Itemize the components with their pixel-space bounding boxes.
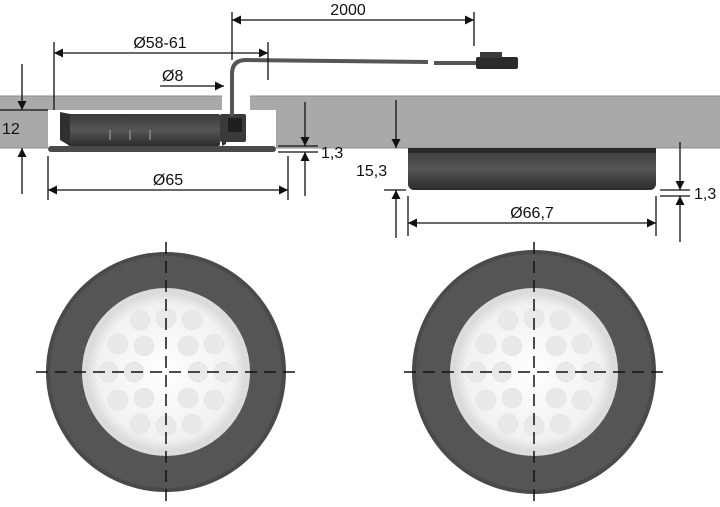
label-outer-diameter-recessed: Ø65 — [153, 172, 183, 189]
surface-luminaire-side-view — [408, 148, 656, 190]
dimension-lines — [0, 12, 690, 242]
label-cable-length: 2000 — [330, 2, 366, 19]
label-cable-diameter: Ø8 — [162, 68, 183, 85]
front-view-recessed — [36, 242, 296, 502]
connector-plug — [476, 52, 518, 69]
label-flange-right: 1,3 — [694, 186, 716, 203]
front-view-surface — [404, 242, 664, 502]
label-recess-depth: 12 — [2, 121, 20, 138]
center-lines — [36, 242, 296, 502]
label-cutout-diameter: Ø58-61 — [133, 35, 186, 52]
mounting-panel — [0, 95, 720, 149]
led-dots — [97, 307, 235, 437]
label-outer-diameter-surface: Ø66,7 — [510, 205, 554, 222]
dimension-labels: 2000 Ø58-61 Ø8 12 1,3 Ø65 15,3 1,3 Ø66,7 — [2, 2, 716, 222]
recessed-luminaire-side-view — [48, 110, 276, 152]
label-surface-height: 15,3 — [356, 163, 387, 180]
label-flange-left: 1,3 — [321, 145, 343, 162]
cable — [230, 52, 518, 116]
center-lines — [404, 242, 664, 502]
